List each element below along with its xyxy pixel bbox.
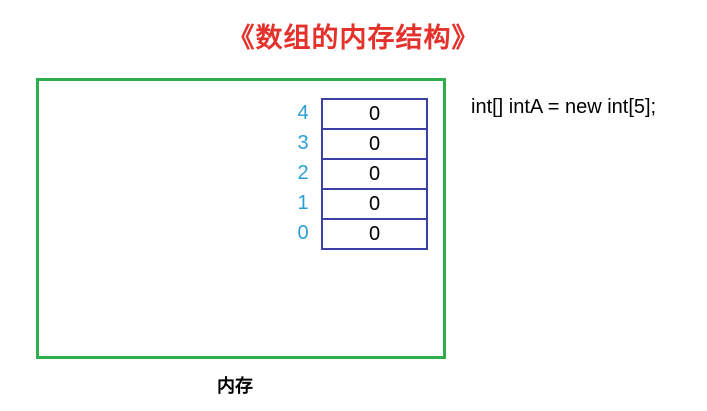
array-index: 3 (297, 131, 309, 154)
array-cell: 0 (321, 158, 428, 190)
memory-label: 内存 (217, 376, 253, 397)
code-snippet: int[] intA = new int[5]; (471, 96, 657, 118)
array-index: 1 (297, 191, 309, 214)
array-cell: 0 (321, 98, 428, 130)
array-cell: 0 (321, 128, 428, 160)
array-index: 4 (297, 101, 309, 124)
memory-region (36, 78, 446, 359)
array-cells: 0 0 0 0 0 (321, 98, 428, 250)
array-index: 2 (297, 161, 309, 184)
array-cell: 0 (321, 218, 428, 250)
index-column: 4 3 2 1 0 (288, 98, 318, 248)
diagram-title: 《数组的内存结构》 (227, 23, 480, 54)
array-index: 0 (297, 221, 309, 244)
array-cell: 0 (321, 188, 428, 220)
